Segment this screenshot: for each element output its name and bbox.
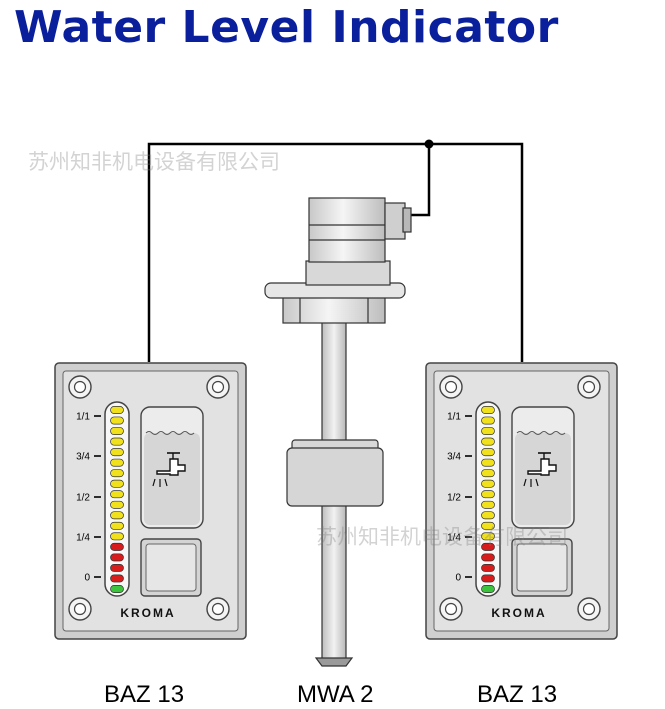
tank-water <box>515 433 571 525</box>
level-label: 0 <box>455 573 461 584</box>
screw-hole-inner <box>211 602 225 616</box>
tap-icon <box>156 458 186 476</box>
page-title: Water Level Indicator <box>14 2 559 53</box>
level-led <box>481 553 495 562</box>
level-label: 1/2 <box>447 493 461 504</box>
level-led <box>481 511 495 520</box>
water-drop <box>535 478 539 487</box>
sensor-mwa2 <box>264 197 412 667</box>
level-led <box>110 563 124 572</box>
level-led <box>481 479 495 488</box>
level-label: 1/4 <box>447 533 461 544</box>
water-drop <box>164 478 168 487</box>
level-led <box>110 521 124 530</box>
level-led <box>481 585 495 593</box>
brand-label: KROMA <box>491 606 546 620</box>
level-label: 1/2 <box>76 493 90 504</box>
level-led <box>110 585 124 593</box>
level-led <box>110 469 124 478</box>
level-led <box>481 574 495 583</box>
level-label: 3/4 <box>447 452 461 463</box>
test-button-face <box>145 543 197 592</box>
tap-icon <box>527 458 557 476</box>
level-led <box>481 500 495 509</box>
screw-hole-inner <box>73 380 87 394</box>
level-led <box>110 427 124 436</box>
level-label: 0 <box>84 573 90 584</box>
level-led <box>110 479 124 488</box>
cable-gland <box>384 202 406 240</box>
signal-wires <box>147 142 524 362</box>
level-led <box>110 500 124 509</box>
level-led <box>110 406 124 414</box>
level-led <box>481 542 495 551</box>
flange-neck <box>305 260 391 286</box>
water-drop <box>152 478 156 487</box>
level-led <box>481 427 495 436</box>
level-led <box>110 458 124 467</box>
level-led <box>481 437 495 446</box>
caption-left-panel: BAZ 13 <box>104 681 185 708</box>
level-led <box>481 521 495 530</box>
level-led <box>110 532 124 541</box>
level-label: 1/4 <box>76 533 90 544</box>
caption-right-panel: BAZ 13 <box>477 681 558 708</box>
level-led <box>481 448 495 457</box>
connector-housing <box>308 197 386 263</box>
water-surface <box>516 431 566 435</box>
level-led <box>481 406 495 414</box>
screw-hole-inner <box>582 602 596 616</box>
cable-gland-tip <box>402 207 412 233</box>
level-label: 3/4 <box>76 452 90 463</box>
wire-junction <box>424 139 434 149</box>
level-led <box>110 511 124 520</box>
caption-sensor: MWA 2 <box>297 681 374 708</box>
level-led <box>110 448 124 457</box>
test-button-face <box>516 543 568 592</box>
level-led <box>481 416 495 425</box>
brand-label: KROMA <box>120 606 175 620</box>
screw-hole-inner <box>73 602 87 616</box>
water-drop <box>523 478 527 487</box>
wire-left <box>147 142 524 362</box>
level-led <box>110 553 124 562</box>
water-surface <box>145 431 195 435</box>
wire-sensor <box>405 144 431 217</box>
level-led <box>110 542 124 551</box>
screw-hole-inner <box>444 602 458 616</box>
level-led <box>481 490 495 499</box>
level-led <box>481 469 495 478</box>
sensor-rod-tip <box>314 657 354 667</box>
level-led <box>481 532 495 541</box>
screw-hole-inner <box>211 380 225 394</box>
level-label: 1/1 <box>447 412 461 423</box>
screw-hole-inner <box>444 380 458 394</box>
level-led <box>481 458 495 467</box>
flange-nut <box>282 296 386 324</box>
float-body <box>286 447 384 507</box>
level-led <box>110 490 124 499</box>
level-led <box>110 437 124 446</box>
level-label: 1/1 <box>76 412 90 423</box>
watermark-text: 苏州知非机电设备有限公司 <box>28 150 280 174</box>
level-led <box>481 563 495 572</box>
watermark-text: 苏州知非机电设备有限公司 <box>316 525 568 549</box>
screw-hole-inner <box>582 380 596 394</box>
level-led <box>110 574 124 583</box>
tank-water <box>144 433 200 525</box>
level-led <box>110 416 124 425</box>
